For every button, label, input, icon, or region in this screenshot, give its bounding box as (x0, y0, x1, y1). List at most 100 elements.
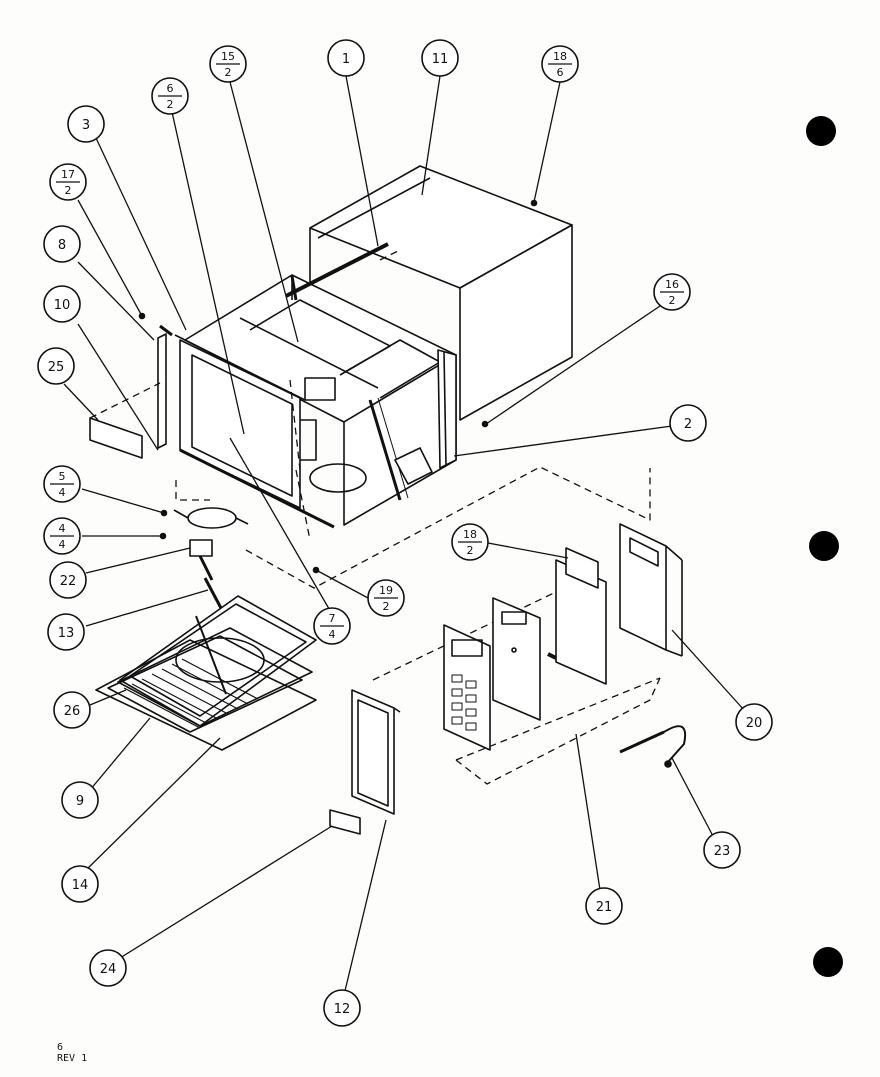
callout-21: 21 (585, 887, 623, 925)
callout-10: 10 (43, 285, 81, 323)
callout-number: 25 (48, 360, 65, 375)
callout-numerator: 19 (379, 584, 393, 597)
callout-14: 14 (61, 865, 99, 903)
callout-24: 24 (89, 949, 127, 987)
callout-denominator: 2 (383, 600, 390, 613)
callout-circle (67, 105, 105, 143)
callout-number: 8 (58, 238, 66, 253)
door-trim (351, 689, 401, 815)
callout-circle (327, 39, 365, 77)
callout-number: 20 (746, 716, 763, 731)
callout-8: 8 (43, 225, 81, 263)
callout-circle (61, 781, 99, 819)
top-bar (285, 242, 389, 298)
screw-16 (481, 420, 489, 428)
callout-circle (37, 347, 75, 385)
callout-circle (421, 39, 459, 77)
callout-numerator: 6 (167, 82, 174, 95)
callout-4_4: 44 (43, 517, 81, 555)
callout-number: 2 (684, 417, 692, 432)
callout-denominator: 2 (467, 544, 474, 557)
callout-numerator: 5 (59, 470, 66, 483)
callout-denominator: 6 (557, 66, 564, 79)
callout-denominator: 4 (59, 538, 66, 551)
door-hinge-strip (157, 333, 167, 449)
binder-hole-bottom (813, 947, 843, 977)
callout-number: 23 (714, 844, 731, 859)
control-keypad (443, 624, 491, 751)
callout-denominator: 4 (59, 486, 66, 499)
outer-cabinet (309, 165, 573, 421)
callout-circle (89, 949, 127, 987)
callout-circle (323, 989, 361, 1027)
rating-label (329, 809, 361, 835)
pc-board (547, 547, 607, 685)
callout-11: 11 (421, 39, 459, 77)
callout-number: 1 (342, 52, 350, 67)
callout-number: 13 (58, 626, 75, 641)
callout-3: 3 (67, 105, 105, 143)
control-panel-frame (492, 597, 541, 721)
control-bracket (619, 523, 683, 657)
callout-25: 25 (37, 347, 75, 385)
page-number: 6 (57, 1042, 64, 1053)
callout-6_2: 62 (151, 77, 189, 115)
callout-1: 1 (327, 39, 365, 77)
callout-circle (47, 613, 85, 651)
callout-22: 22 (49, 561, 87, 599)
callout-denominator: 2 (167, 98, 174, 111)
callout-number: 14 (72, 878, 89, 893)
callout-circle (53, 691, 91, 729)
binder-holes (806, 116, 843, 977)
callout-numerator: 4 (59, 522, 66, 535)
page-footer: 6 REV 1 (57, 1042, 87, 1064)
callout-number: 11 (432, 52, 449, 67)
revision-label: REV 1 (57, 1053, 88, 1064)
callout-number: 3 (82, 118, 90, 133)
callout-19_2: 192 (367, 579, 405, 617)
callout-denominator: 2 (669, 294, 676, 307)
callout-circle (669, 404, 707, 442)
callout-circle (43, 225, 81, 263)
callout-circle (703, 831, 741, 869)
callout-denominator: 4 (329, 628, 336, 641)
callout-15_2: 152 (209, 45, 247, 83)
callout-numerator: 17 (61, 168, 75, 181)
callout-9: 9 (61, 781, 99, 819)
callout-circle (61, 865, 99, 903)
callout-17_2: 172 (49, 163, 87, 201)
callout-denominator: 2 (65, 184, 72, 197)
base-pan (95, 595, 317, 751)
callout-18_2: 182 (451, 523, 489, 561)
callout-26: 26 (53, 691, 91, 729)
callout-number: 24 (100, 962, 117, 977)
cavity-chassis (184, 274, 457, 526)
callout-circle (49, 561, 87, 599)
callout-circle (585, 887, 623, 925)
callout-number: 22 (60, 574, 77, 589)
callout-number: 21 (596, 900, 613, 915)
leader-lines (63, 75, 745, 996)
callout-12: 12 (323, 989, 361, 1027)
callout-numerator: 18 (553, 50, 567, 63)
callout-number: 12 (334, 1002, 351, 1017)
warning-label (89, 417, 143, 459)
stirrer-assembly (173, 507, 249, 581)
callout-23: 23 (703, 831, 741, 869)
callout-2: 2 (669, 404, 707, 442)
side-flanges (437, 349, 457, 469)
callout-numerator: 16 (665, 278, 679, 291)
callout-5_4: 54 (43, 465, 81, 503)
binder-hole-top (806, 116, 836, 146)
callout-circle (43, 285, 81, 323)
callout-13: 13 (47, 613, 85, 651)
callout-numerator: 7 (329, 612, 336, 625)
line-art (89, 165, 686, 835)
callout-number: 9 (76, 794, 84, 809)
callout-denominator: 2 (225, 66, 232, 79)
callout-7_4: 74 (313, 607, 351, 645)
callout-numerator: 15 (221, 50, 235, 63)
